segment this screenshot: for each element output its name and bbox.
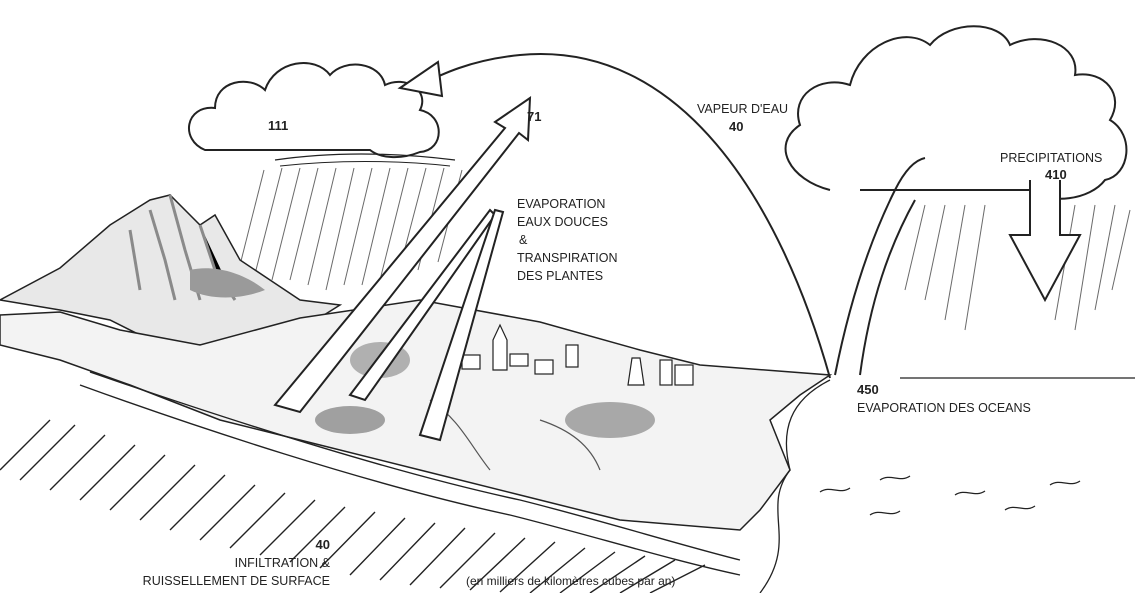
freshwater-evaporation-line-1: EVAPORATION bbox=[517, 197, 606, 211]
water-vapour-arrowhead bbox=[397, 60, 444, 98]
water-vapour-label: VAPEUR D'EAU bbox=[697, 102, 789, 116]
town-icon bbox=[461, 323, 694, 386]
runoff-value: 40 bbox=[315, 537, 330, 552]
water-vapour-arc bbox=[419, 53, 831, 379]
ocean-evaporation-value: 450 bbox=[857, 382, 879, 397]
land-cloud-value: 111 bbox=[268, 118, 289, 133]
freshwater-evaporation-arrows bbox=[273, 96, 532, 442]
ocean-cloud-icon bbox=[784, 25, 1128, 200]
runoff-line-2: RUISSELLEMENT DE SURFACE bbox=[142, 574, 330, 588]
units-note: (en milliers de kilomètres cubes par an) bbox=[466, 574, 676, 588]
freshwater-evaporation-value: 71 bbox=[527, 109, 542, 124]
freshwater-evaporation-line-5: DES PLANTES bbox=[517, 269, 604, 283]
freshwater-evaporation-line-3: & bbox=[519, 233, 528, 247]
land-mass-icon bbox=[0, 299, 833, 531]
rain-streaks-ocean bbox=[904, 204, 1131, 331]
runoff-line-1: INFILTRATION & bbox=[234, 556, 330, 570]
land-cloud-icon bbox=[188, 62, 456, 167]
precipitation-arrow bbox=[1008, 180, 1082, 303]
ground-strata-icon bbox=[0, 371, 741, 593]
ocean-icon bbox=[759, 377, 1135, 593]
ocean-evaporation-arrow bbox=[834, 157, 926, 376]
precipitation-label: PRECIPITATIONS bbox=[1000, 151, 1103, 165]
mountain-icon bbox=[0, 194, 343, 346]
freshwater-evaporation-line-4: TRANSPIRATION bbox=[517, 251, 618, 265]
freshwater-evaporation-line-2: EAUX DOUCES bbox=[517, 215, 608, 229]
water-vapour-value: 40 bbox=[729, 119, 744, 134]
ocean-evaporation-label: EVAPORATION DES OCEANS bbox=[857, 401, 1031, 415]
precipitation-value: 410 bbox=[1045, 167, 1067, 182]
